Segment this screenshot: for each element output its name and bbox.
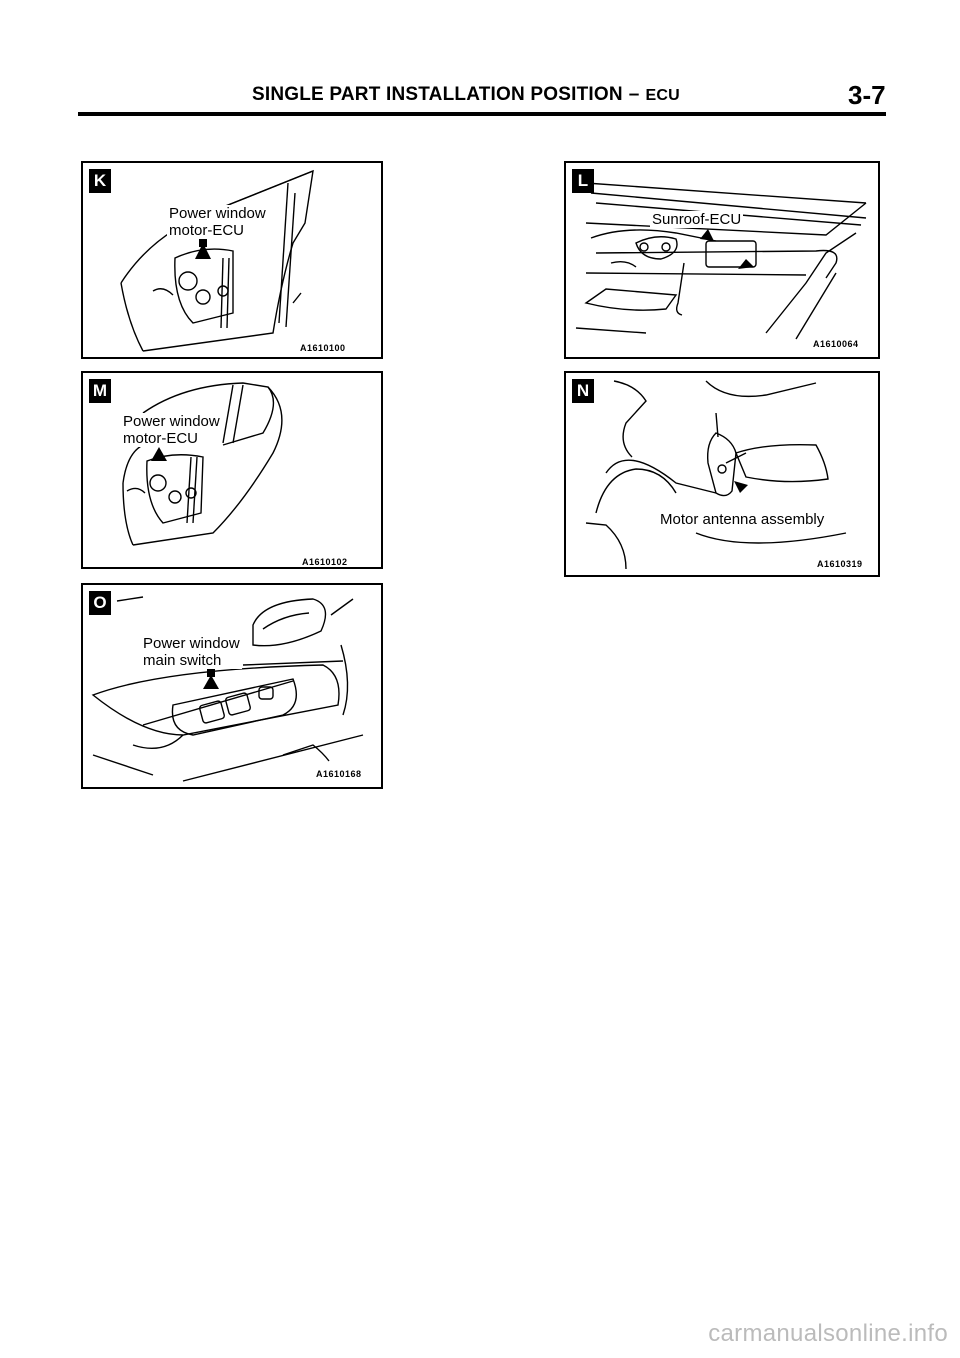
- rear-door-illustration-m: [122, 382, 283, 546]
- figure-code: A1610100: [299, 343, 347, 353]
- antenna-illustration-n: [585, 380, 847, 570]
- title-tail: ECU: [645, 87, 680, 104]
- arrow-icon: [738, 259, 754, 269]
- arrow-icon: [203, 675, 219, 689]
- watermark: carmanualsonline.info: [708, 1320, 948, 1347]
- arrow-icon: [195, 243, 211, 259]
- switch-illustration-o: [91, 596, 364, 782]
- callout-label: Motor antenna assembly: [658, 511, 827, 528]
- panel-letter-badge: N: [572, 379, 594, 403]
- page-number: 3-7: [848, 80, 886, 110]
- arrow-icon: [151, 447, 167, 461]
- panel-letter-badge: M: [89, 379, 111, 403]
- page-title: SINGLE PART INSTALLATION POSITION–ECU: [252, 84, 680, 106]
- arrow-icon: [700, 229, 714, 241]
- figure-code: A1610064: [812, 339, 860, 349]
- door-illustration-k: [120, 169, 314, 352]
- figure-code: A1610319: [816, 559, 864, 569]
- panel-letter-badge: O: [89, 591, 111, 615]
- figure-code: A1610168: [315, 769, 363, 779]
- panel-letter-badge: K: [89, 169, 111, 193]
- title-separator: –: [628, 84, 640, 105]
- title-main: SINGLE PART INSTALLATION POSITION: [252, 84, 623, 105]
- header-rule: [78, 112, 886, 116]
- figure-code: A1610102: [301, 557, 349, 567]
- figure-panel-l: L Sunroof-ECU A1610064: [564, 161, 880, 359]
- sunroof-illustration-l: [575, 182, 867, 340]
- callout-label: Sunroof-ECU: [650, 211, 744, 228]
- figure-panel-n: N Motor antenna assembly A1610319: [564, 371, 880, 577]
- panel-letter-badge: L: [572, 169, 594, 193]
- arrow-icon: [734, 481, 748, 493]
